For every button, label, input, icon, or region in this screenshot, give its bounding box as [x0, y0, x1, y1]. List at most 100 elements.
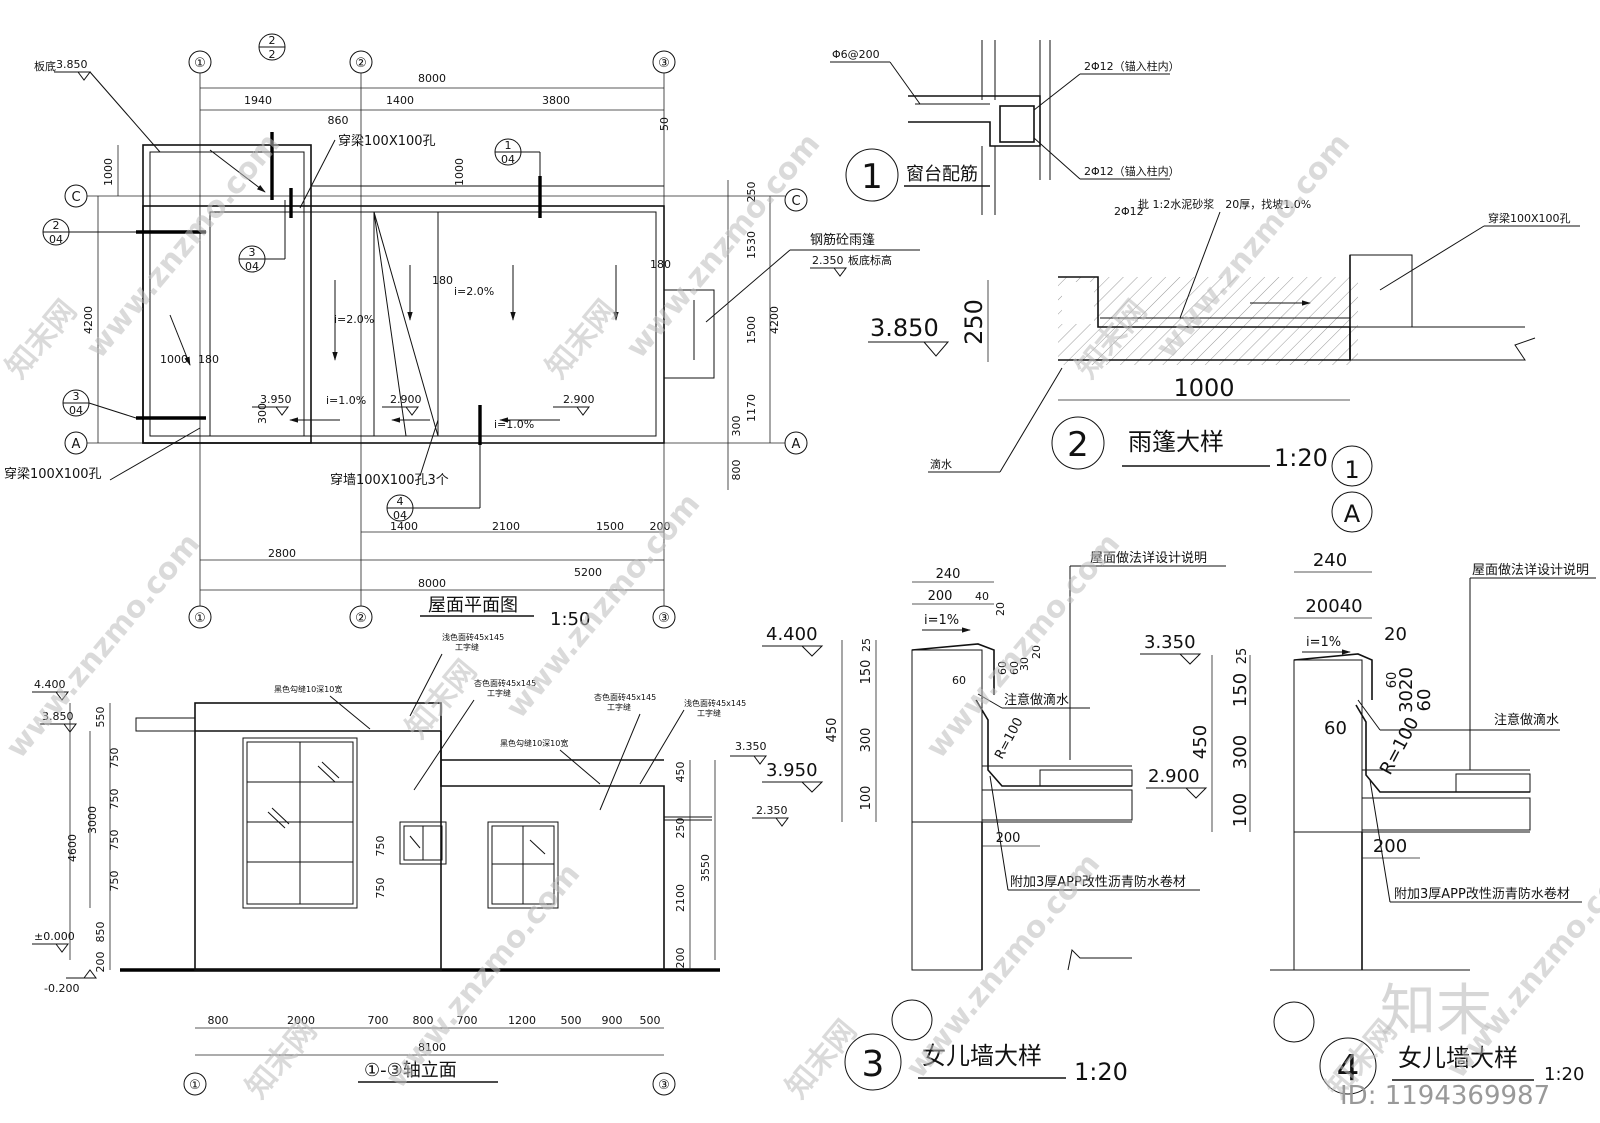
svg-text:04: 04 — [393, 509, 407, 522]
svg-text:3: 3 — [249, 246, 256, 259]
svg-text:注意做滴水: 注意做滴水 — [1004, 692, 1069, 708]
plan-dim-top-1400: 1400 — [386, 94, 414, 107]
svg-text:500: 500 — [561, 1014, 582, 1027]
axis-1-top: ① — [194, 56, 206, 71]
plan-slope-3: i=1.0% — [326, 394, 366, 407]
svg-text:1: 1 — [861, 157, 883, 197]
elev-level-2350: 2.350 — [756, 804, 788, 817]
svg-text:③: ③ — [658, 1078, 670, 1093]
plan-slope-4: i=1.0% — [494, 418, 534, 431]
plan-dim-top-50: 50 — [658, 117, 671, 131]
svg-text:40: 40 — [975, 590, 989, 603]
plan-dim-right-1170: 1170 — [745, 394, 758, 422]
plan-dim-right-1530: 1530 — [745, 231, 758, 259]
plan-dim-top-1940: 1940 — [244, 94, 272, 107]
svg-text:工字缝: 工字缝 — [607, 702, 631, 712]
svg-text:60: 60 — [1008, 661, 1021, 675]
svg-text:www.znzmo.com: www.znzmo.com — [0, 527, 207, 765]
svg-text:200: 200 — [94, 952, 107, 973]
plan-dim-top-total: 8000 — [418, 72, 446, 85]
elev-level-4400: 4.400 — [34, 678, 66, 691]
svg-text:2: 2 — [269, 34, 276, 47]
axis-2-top: ② — [355, 56, 367, 71]
plan-scale: 1:50 — [550, 609, 590, 630]
svg-text:www.znzmo.com: www.znzmo.com — [379, 857, 587, 1095]
elev-level-3850: 3.850 — [42, 710, 74, 723]
svg-text:知末网: 知末网 — [539, 294, 624, 385]
elev-dim-total: 8100 — [418, 1041, 446, 1054]
svg-text:100: 100 — [1230, 793, 1251, 827]
svg-text:450: 450 — [825, 718, 840, 743]
svg-text:240: 240 — [936, 567, 961, 582]
svg-text:300: 300 — [1230, 735, 1251, 769]
plan-canopy-note: 板底标高 — [848, 253, 892, 267]
svg-text:550: 550 — [94, 707, 107, 728]
svg-text:i=1%: i=1% — [1306, 635, 1341, 650]
svg-text:工字缝: 工字缝 — [697, 708, 721, 718]
svg-text:3: 3 — [862, 1044, 885, 1085]
plan-dim-1000b: 1000 — [160, 353, 188, 366]
svg-text:500: 500 — [640, 1014, 661, 1027]
svg-text:04: 04 — [69, 404, 83, 417]
parapet3-scale: 1:20 — [1074, 1058, 1128, 1086]
svg-text:240: 240 — [1313, 550, 1347, 571]
svg-text:4: 4 — [397, 495, 404, 508]
svg-text:www.znzmo.com: www.znzmo.com — [1439, 847, 1600, 1085]
axis-c-right: C — [791, 194, 800, 209]
svg-text:150: 150 — [1230, 673, 1251, 707]
svg-text:注意做滴水: 注意做滴水 — [1494, 712, 1559, 728]
svg-text:20040: 20040 — [1305, 596, 1362, 617]
axis-3-top: ③ — [658, 56, 670, 71]
plan-dim-bot-total: 8000 — [418, 577, 446, 590]
plan-slab-elev: 3.850 — [56, 58, 88, 71]
plan-title: 屋面平面图 — [428, 595, 518, 616]
axis-a-right: A — [792, 437, 801, 452]
sill-title: 窗台配筋 — [906, 164, 978, 185]
svg-text:R=100: R=100 — [992, 715, 1026, 762]
svg-text:3020: 3020 — [1396, 667, 1417, 713]
detail-4-parapet: 3.350 25 150 450 300 100 240 20040 20 i=… — [1140, 550, 1596, 1095]
svg-text:25: 25 — [860, 638, 873, 652]
svg-text:2000: 2000 — [287, 1014, 315, 1027]
svg-text:60: 60 — [952, 674, 966, 687]
svg-text:2Φ12: 2Φ12 — [1114, 205, 1144, 218]
roof-plan: ① ② ③ ① ② ③ C A C A 8000 1940 1400 3800 … — [4, 33, 920, 630]
axis-3-bottom: ③ — [658, 611, 670, 626]
plan-dim-right-300: 300 — [730, 416, 743, 437]
svg-text:1200: 1200 — [508, 1014, 536, 1027]
svg-text:04: 04 — [245, 260, 259, 273]
svg-text:200: 200 — [1373, 836, 1407, 857]
svg-text:450: 450 — [1190, 725, 1211, 759]
plan-slab-bottom-label: 板底 — [34, 59, 56, 73]
svg-text:4: 4 — [1337, 1048, 1360, 1089]
svg-text:60: 60 — [1414, 689, 1435, 712]
svg-text:i=1%: i=1% — [924, 613, 959, 628]
plan-dim-left-180: 180 — [198, 353, 219, 366]
detail-2-canopy: 批 1:2水泥砂浆 20厚，找坡1.0% 穿梁100X100孔 3.850 25… — [868, 197, 1580, 533]
svg-text:300: 300 — [859, 728, 874, 753]
plan-dim-right-180: 180 — [650, 258, 671, 271]
svg-text:04: 04 — [49, 233, 63, 246]
svg-text:知末网: 知末网 — [239, 1014, 324, 1105]
svg-text:附加3厚APP改性沥青防水卷材: 附加3厚APP改性沥青防水卷材 — [1394, 886, 1570, 902]
svg-text:工字缝: 工字缝 — [487, 688, 511, 698]
svg-text:30: 30 — [1018, 657, 1031, 671]
svg-text:A: A — [1344, 500, 1361, 528]
canopy-note-top: 批 1:2水泥砂浆 20厚，找坡1.0% — [1138, 197, 1311, 211]
svg-text:750: 750 — [374, 836, 387, 857]
svg-text:R=100: R=100 — [1376, 714, 1424, 779]
elev-level-m200: -0.200 — [44, 982, 79, 995]
watermark-logo: 知末 — [1380, 979, 1492, 1044]
svg-text:200: 200 — [996, 831, 1021, 846]
canopy-title: 雨篷大样 — [1128, 428, 1224, 456]
svg-text:1: 1 — [1344, 456, 1359, 484]
svg-text:60: 60 — [996, 661, 1009, 675]
svg-text:3.950: 3.950 — [766, 760, 818, 781]
svg-text:20: 20 — [994, 602, 1007, 616]
canopy-elev: 3.850 — [870, 314, 939, 342]
plan-elev-1: 3.950 — [260, 393, 292, 406]
svg-text:20: 20 — [1030, 645, 1043, 659]
plan-axis-bubbles: ① ② ③ ① ② ③ C A C A — [64, 50, 808, 629]
elevation-title: ①-③轴立面 — [364, 1060, 457, 1081]
svg-text:Φ6@200: Φ6@200 — [832, 48, 880, 61]
